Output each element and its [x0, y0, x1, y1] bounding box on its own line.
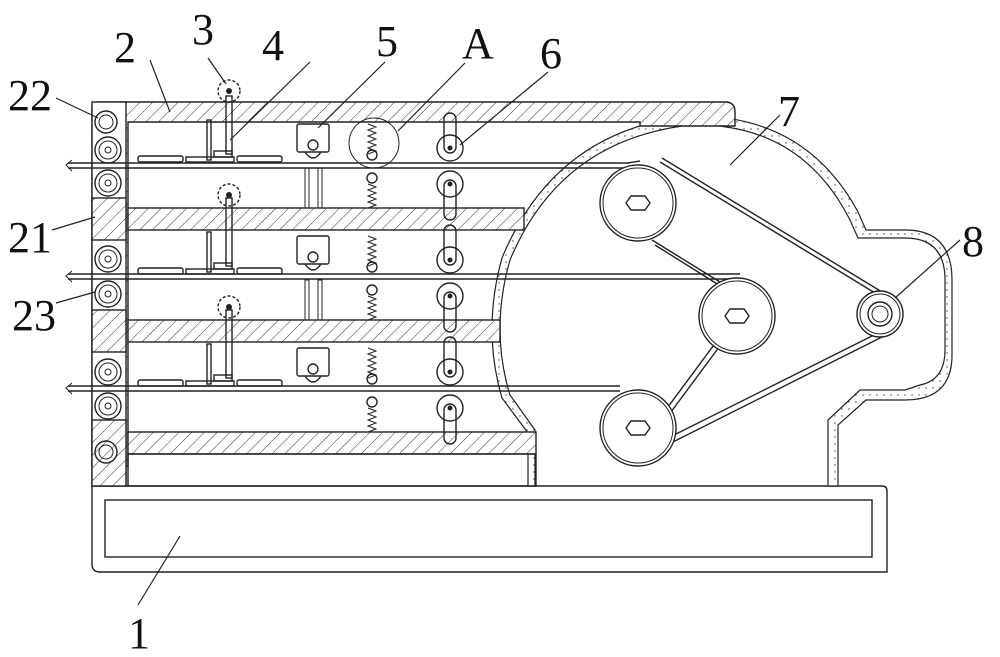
label-5: 5	[376, 17, 398, 66]
drive-pulley	[856, 290, 904, 338]
leader-lines	[51, 57, 961, 606]
pulleys	[599, 164, 904, 467]
reference-labels: 1 2 3 4 5 A 6 7 8 21 22 23	[8, 5, 984, 657]
roller	[94, 392, 122, 420]
tension-roller	[436, 170, 464, 221]
drive-housing	[491, 115, 953, 487]
label-7: 7	[778, 87, 800, 136]
label-8: 8	[962, 217, 984, 266]
knob-icon	[217, 295, 241, 319]
label-1: 1	[128, 609, 150, 657]
label-3: 3	[192, 5, 214, 54]
adjusting-knobs	[217, 79, 241, 319]
belt	[627, 157, 883, 458]
label-23: 23	[12, 291, 56, 340]
guide-block	[296, 123, 330, 209]
pressing-plate-assembly	[137, 95, 283, 387]
knob-icon	[217, 79, 241, 103]
roller	[94, 110, 118, 134]
base-plate	[91, 485, 888, 573]
detail-circle-A	[348, 117, 400, 169]
pulley-top	[599, 164, 677, 242]
guide-block	[296, 235, 330, 321]
label-21: 21	[8, 213, 52, 262]
springs	[348, 117, 400, 433]
tension-rollers	[436, 112, 464, 445]
roller	[94, 440, 118, 464]
tension-roller	[436, 224, 464, 274]
guide-blocks	[296, 123, 330, 383]
guide-block	[296, 347, 330, 383]
label-A: A	[462, 19, 494, 68]
pulley-middle	[698, 277, 776, 355]
label-4: 4	[262, 21, 284, 70]
label-2: 2	[114, 23, 136, 72]
knob-icon	[217, 183, 241, 207]
roller	[94, 245, 122, 273]
label-22: 22	[8, 71, 52, 120]
tension-roller	[436, 112, 464, 162]
housing-frame	[91, 101, 736, 487]
tension-roller	[436, 336, 464, 386]
pulley-bottom	[599, 389, 677, 467]
roller	[94, 169, 122, 197]
label-6: 6	[540, 29, 562, 78]
tension-roller	[436, 282, 464, 333]
roller	[94, 358, 122, 386]
tension-roller	[436, 394, 464, 445]
roller	[94, 280, 122, 308]
